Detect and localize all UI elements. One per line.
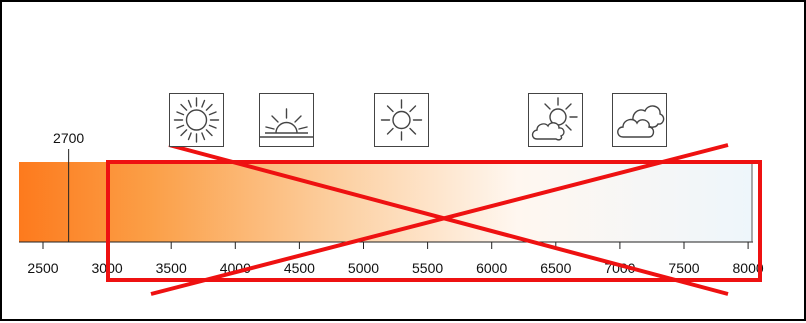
tick-label-8000: 8000 [733,260,764,276]
tick-label-6000: 6000 [476,260,507,276]
tick-label-7500: 7500 [668,260,699,276]
tick-label-5500: 5500 [412,260,443,276]
sunrise-icon [259,93,314,147]
cloudy-icon [612,93,667,147]
cross-out-line-2 [150,143,729,296]
tick-label-5000: 5000 [348,260,379,276]
bright-sun-icon [169,93,224,147]
sun-icon [374,93,429,147]
marker-label-2700: 2700 [53,130,84,146]
tick-label-6500: 6500 [540,260,571,276]
tick-label-3500: 3500 [156,260,187,276]
tick-label-4500: 4500 [284,260,315,276]
partly-cloudy-icon [528,93,583,147]
cross-out-line-1 [168,143,729,296]
crossed-out-range-box [106,160,762,282]
tick-label-2500: 2500 [27,260,58,276]
